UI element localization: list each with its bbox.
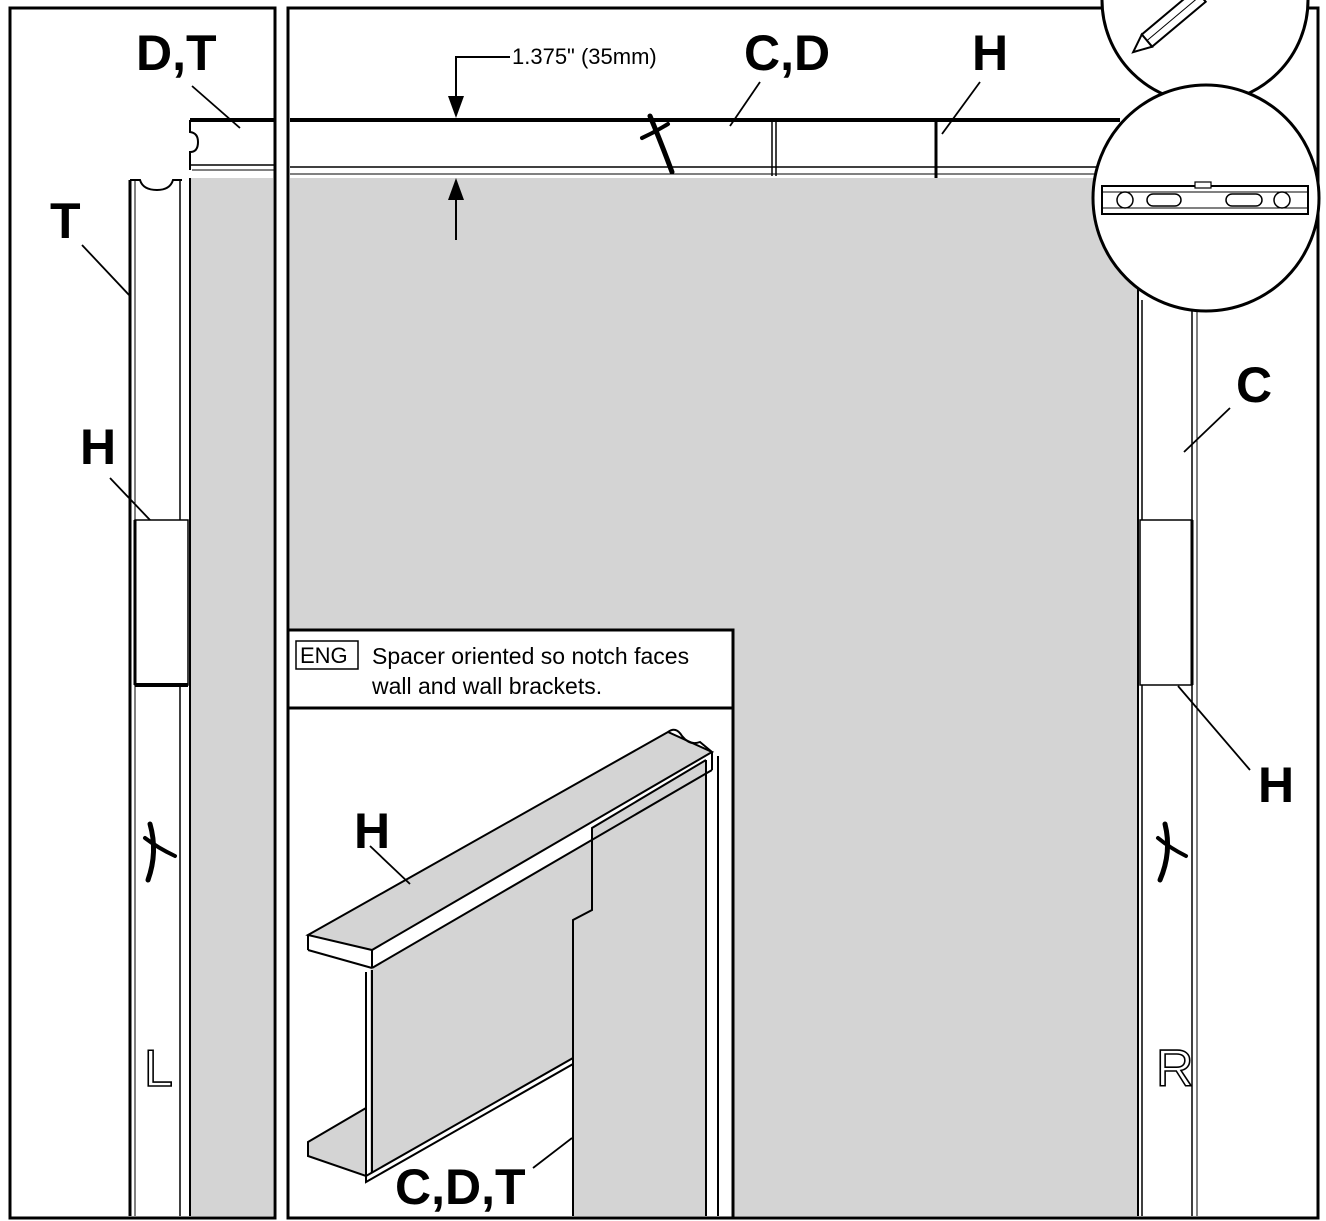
language-tag-label: ENG bbox=[300, 643, 348, 668]
side-mark-right: R bbox=[1156, 1040, 1194, 1098]
left-wall-gray bbox=[190, 178, 273, 1216]
callout-right-upper: C bbox=[1236, 357, 1272, 413]
callout-left-middle: H bbox=[80, 419, 116, 475]
inset-detail: ENG Spacer oriented so notch faces wall … bbox=[286, 628, 735, 1220]
dimension-label: 1.375" (35mm) bbox=[512, 44, 657, 69]
language-tag bbox=[295, 640, 359, 670]
left-wall-bracket bbox=[134, 519, 189, 686]
leaders bbox=[81, 81, 1251, 771]
callout-right-lower: H bbox=[1258, 757, 1294, 813]
left-spacer bbox=[128, 179, 189, 1216]
top-rail bbox=[189, 113, 1140, 178]
left-panel bbox=[8, 6, 277, 1220]
callout-top-center: C,D bbox=[744, 25, 830, 81]
callout-inset-top: H bbox=[354, 803, 390, 859]
level-icon bbox=[1091, 83, 1321, 313]
callout-inset-bottom: C,D,T bbox=[395, 1159, 526, 1215]
dimension-marker: 1.375" (35mm) bbox=[448, 44, 657, 240]
callout-top-left: D,T bbox=[136, 25, 217, 81]
right-spacer bbox=[1139, 300, 1198, 1216]
callout-top-right: H bbox=[972, 25, 1008, 81]
note-line-2: wall and wall brackets. bbox=[371, 673, 602, 699]
side-mark-left: L bbox=[144, 1040, 173, 1098]
note-line-1: Spacer oriented so notch faces bbox=[372, 643, 689, 669]
callout-left-upper: T bbox=[50, 193, 81, 249]
inset-wall-gray bbox=[370, 760, 706, 1216]
inset-spacer bbox=[305, 728, 719, 1216]
right-wall-bracket bbox=[1139, 519, 1193, 686]
